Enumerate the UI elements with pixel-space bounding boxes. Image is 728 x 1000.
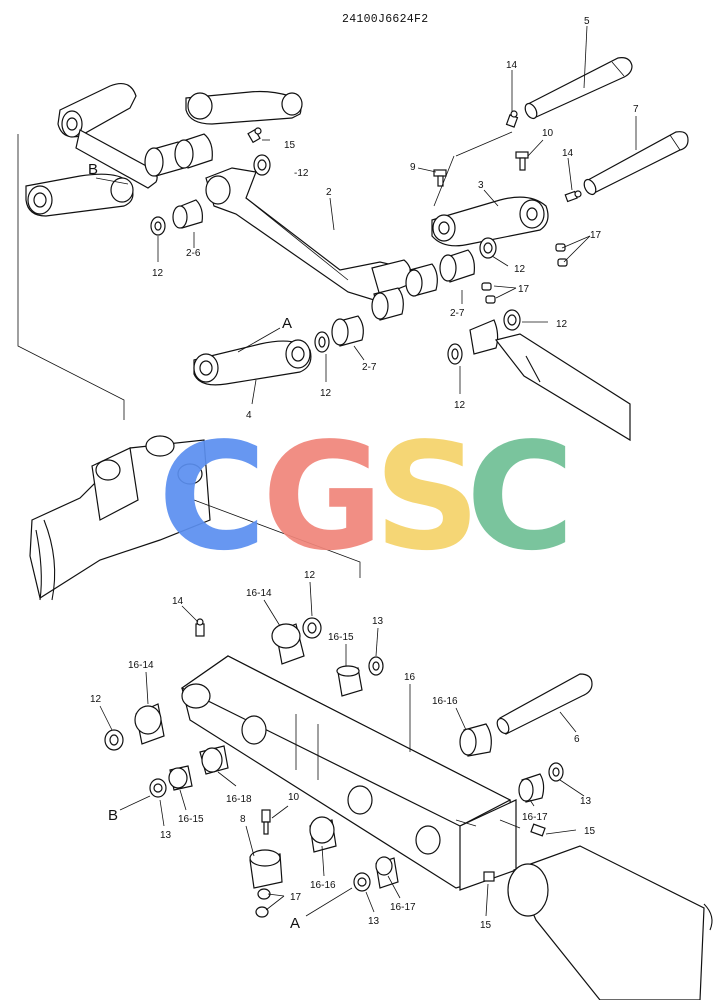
watermark-letter-s: S — [374, 411, 481, 583]
callout-12: 12 — [304, 570, 316, 581]
watermark-letter-c2: C — [466, 411, 575, 583]
grease-nipple-14-right — [564, 190, 582, 203]
washer-12-right — [447, 237, 521, 365]
bushing-2-7-right — [371, 249, 475, 321]
leader-lines-lower — [99, 581, 585, 917]
bushings-left-b — [149, 745, 229, 798]
callout-9: 9 — [410, 162, 416, 173]
callout-2-6: 2-6 — [186, 248, 201, 259]
callout-a: A — [290, 915, 300, 932]
callout-14: 14 — [172, 596, 184, 607]
grease-nipples-lower — [195, 618, 546, 882]
callout-4: 4 — [246, 410, 252, 421]
pin-6 — [496, 673, 593, 735]
leader-lines — [95, 25, 637, 405]
callout-16-14: 16-14 — [246, 588, 272, 599]
callout-16-15: 16-15 — [178, 814, 204, 825]
callout-5: 5 — [584, 16, 590, 27]
callout-7: 7 — [633, 104, 639, 115]
bolt-9 — [433, 169, 447, 187]
callout-b: B — [88, 161, 98, 178]
callout-2-7: 2-7 — [362, 362, 377, 373]
callout-16-17: 16-17 — [522, 812, 548, 823]
callout-14: 14 — [562, 148, 574, 159]
callout-16-17: 16-17 — [390, 902, 416, 913]
callout-16-16: 16-16 — [432, 696, 458, 707]
callout-17: 17 — [290, 892, 302, 903]
callout-12: 12 — [514, 264, 526, 275]
bushing-16-16-lower — [309, 816, 337, 853]
watermark-cgsc: C G S C — [158, 411, 575, 583]
callout-16-18: 16-18 — [226, 794, 252, 805]
callout-13: 13 — [372, 616, 384, 627]
lower-arm-assembly — [104, 617, 713, 1000]
callout-17: 17 — [590, 230, 602, 241]
callout-15: 15 — [480, 920, 492, 931]
boom-cylinder — [469, 319, 631, 442]
link-4 — [193, 339, 312, 386]
boom-lower-right — [507, 845, 713, 1000]
parts-lower-a — [353, 856, 399, 892]
callout-6: 6 — [574, 734, 580, 745]
arm-2 — [205, 167, 412, 301]
callout-13: 13 — [368, 916, 380, 927]
callout-10: 10 — [542, 128, 554, 139]
bushing-2-7-left — [314, 315, 364, 353]
callout-12: 12 — [454, 400, 466, 411]
pin-8 — [249, 809, 283, 918]
bushing-16-15-top — [336, 656, 384, 697]
collar-16-14-top — [271, 617, 322, 665]
drawing-number: 24100J6624F2 — [342, 13, 428, 26]
callout-10: 10 — [288, 792, 300, 803]
bushing-16-17-right — [518, 762, 564, 803]
washer-12-top — [253, 154, 271, 176]
pin-7 — [583, 131, 689, 196]
callout-a: A — [282, 315, 292, 332]
callout-12: 12 — [152, 268, 164, 279]
callout-15: 15 — [284, 140, 296, 151]
bushing-upper-left — [144, 133, 213, 236]
bushing-16-16-right — [459, 723, 492, 757]
callout-16-16: 16-16 — [310, 880, 336, 891]
bucket-bracket — [29, 435, 361, 601]
callout-12: 12 — [320, 388, 332, 399]
callout-3: 3 — [478, 180, 484, 191]
upper-linkage-assembly — [17, 57, 689, 442]
callout-12: 12 — [556, 319, 568, 330]
collar-16-14-left — [104, 703, 165, 751]
callout-16-14: 16-14 — [128, 660, 154, 671]
callout-2: 2 — [326, 187, 332, 198]
callout-16: 16 — [404, 672, 416, 683]
watermark-letter-g: G — [262, 411, 383, 583]
callout-15: 15 — [584, 826, 596, 837]
watermark-letter-c: C — [158, 411, 267, 583]
callout-13: 13 — [580, 796, 592, 807]
callouts-upper: 5 14 7 15 -12 10 14 9 B 3 2 17 12 2-6 12… — [88, 16, 639, 421]
callout-8: 8 — [240, 814, 246, 825]
callout-17: 17 — [518, 284, 530, 295]
callout-2-7: 2-7 — [450, 308, 465, 319]
bolt-10-upper — [515, 151, 529, 171]
callout-13: 13 — [160, 830, 172, 841]
callouts-lower: 12 14 16-14 13 16-15 16-14 16 12 16-16 6… — [90, 570, 596, 932]
grease-nipple-15-upper — [247, 127, 262, 144]
callout-16-15: 16-15 — [328, 632, 354, 643]
callout-12: -12 — [294, 168, 309, 179]
callout-b: B — [108, 807, 118, 824]
pin-5 — [524, 57, 633, 120]
callout-14: 14 — [506, 60, 518, 71]
callout-12: 12 — [90, 694, 102, 705]
link-3 — [431, 196, 549, 247]
link-b-upper — [25, 83, 303, 217]
grease-nipple-14-upper — [505, 110, 519, 128]
arm-16 — [180, 655, 517, 891]
